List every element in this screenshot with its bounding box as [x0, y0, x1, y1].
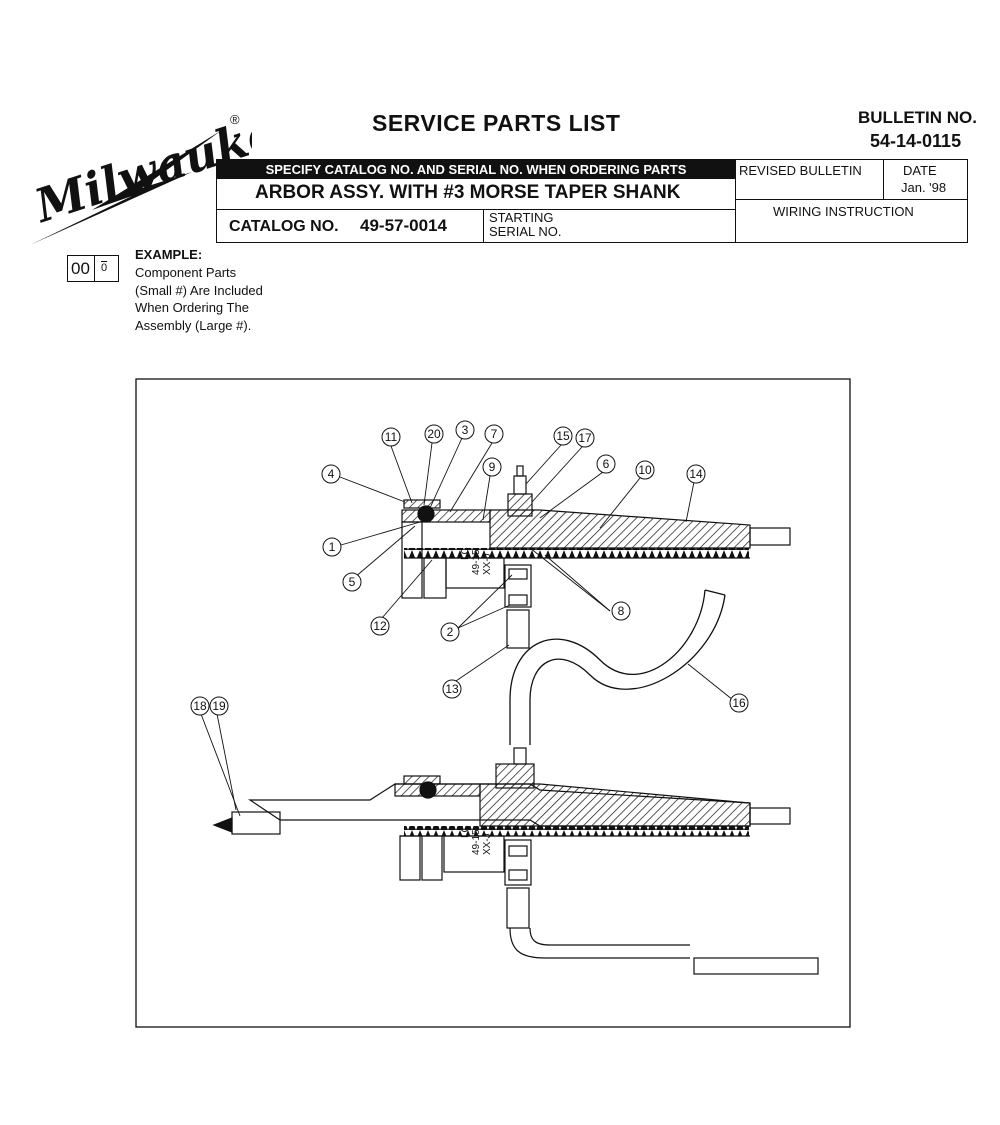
svg-text:3: 3 [462, 423, 469, 437]
example-box-divider [94, 256, 95, 281]
callout-17: 17 [575, 428, 595, 448]
svg-text:17: 17 [578, 431, 592, 445]
svg-text:19: 19 [212, 699, 226, 713]
callout-3: 3 [455, 420, 475, 440]
starting-serial-line-2: SERIAL NO. [489, 224, 562, 239]
tool-marking-model: 49-15 [471, 829, 482, 855]
registered-mark: ® [230, 112, 240, 127]
date-value: Jan. '98 [901, 180, 947, 195]
callout-2: 2 [440, 622, 460, 642]
revised-bulletin-label: REVISED BULLETIN [739, 163, 862, 178]
starting-serial-line-1: STARTING [489, 210, 554, 225]
callout-14: 14 [686, 464, 706, 484]
callout-9: 9 [482, 457, 502, 477]
example-heading: EXAMPLE: [135, 247, 203, 262]
example-large-number: 00 [71, 259, 90, 278]
example-line: When Ordering The [135, 300, 249, 315]
tool-marking-lc: LC [460, 547, 471, 560]
catalog-label: CATALOG NO. [229, 218, 339, 235]
callout-15: 15 [553, 426, 573, 446]
svg-text:15: 15 [556, 429, 570, 443]
form-divider [483, 209, 484, 242]
callout-18: 18 [190, 696, 210, 716]
svg-text:20: 20 [427, 427, 441, 441]
tool-markings-top: LC 49-15 XX-J [460, 547, 493, 575]
date-label: DATE [903, 163, 937, 178]
form-divider [735, 160, 736, 242]
specify-banner: SPECIFY CATALOG NO. AND SERIAL NO. WHEN … [217, 160, 735, 179]
svg-text:14: 14 [689, 467, 703, 481]
callout-leaders [200, 437, 734, 817]
callout-6: 6 [596, 454, 616, 474]
svg-text:18: 18 [193, 699, 207, 713]
starting-serial-label: STARTING SERIAL NO. [489, 211, 561, 239]
air-hose [509, 589, 726, 745]
callout-10: 10 [635, 460, 655, 480]
svg-text:8: 8 [618, 604, 625, 618]
order-info-form: SPECIFY CATALOG NO. AND SERIAL NO. WHEN … [216, 159, 968, 243]
part-number-callouts: 11 20 3 7 15 17 4 9 6 10 14 1 5 12 2 8 1… [190, 420, 749, 716]
tool-markings-bottom: LC 49-15 XX-J [460, 825, 493, 855]
tool-marking-code: XX-J [482, 833, 493, 855]
svg-text:10: 10 [638, 463, 652, 477]
callout-16: 16 [729, 693, 749, 713]
callout-7: 7 [484, 424, 504, 444]
callout-13: 13 [442, 679, 462, 699]
svg-text:16: 16 [732, 696, 746, 710]
svg-text:13: 13 [445, 682, 459, 696]
form-divider [217, 209, 735, 210]
tool-marking-code: XX-J [482, 553, 493, 575]
arbor-assembly-bottom [212, 747, 819, 975]
example-number-box: 00 0 [67, 255, 119, 282]
arbor-assembly-top [401, 465, 791, 649]
svg-text:12: 12 [373, 619, 387, 633]
callout-19: 19 [209, 696, 229, 716]
diagram-frame [135, 378, 851, 1028]
svg-text:11: 11 [385, 430, 398, 444]
svg-text:5: 5 [349, 575, 356, 589]
wiring-instruction-label: WIRING INSTRUCTION [773, 204, 914, 219]
svg-text:7: 7 [491, 427, 498, 441]
callout-1: 1 [322, 537, 342, 557]
callout-20: 20 [424, 424, 444, 444]
svg-text:6: 6 [603, 457, 610, 471]
callout-12: 12 [370, 616, 390, 636]
svg-text:4: 4 [328, 467, 335, 481]
bulletin-label: BULLETIN NO. [858, 108, 977, 127]
tool-marking-lc: LC [460, 825, 471, 838]
svg-text:2: 2 [447, 625, 454, 639]
example-line: Component Parts [135, 265, 237, 280]
callout-8: 8 [611, 601, 631, 621]
callout-4: 4 [321, 464, 341, 484]
example-line: (Small #) Are Included [135, 282, 263, 298]
page-title: SERVICE PARTS LIST [372, 110, 621, 136]
callout-5: 5 [342, 572, 362, 592]
form-divider [735, 199, 968, 200]
tool-marking-model: 49-15 [471, 549, 482, 575]
callout-11: 11 [381, 427, 401, 447]
bulletin-number: 54-14-0115 [870, 131, 962, 151]
example-line: Assembly (Large #). [135, 317, 252, 333]
form-divider [883, 160, 884, 200]
assembly-name: ARBOR ASSY. WITH #3 MORSE TAPER SHANK [255, 182, 681, 203]
example-small-number: 0 [101, 262, 108, 274]
svg-text:1: 1 [329, 540, 336, 554]
svg-text:9: 9 [489, 460, 496, 474]
catalog-number: 49-57-0014 [360, 216, 447, 235]
example-text: Component Parts (Small #) Are Included W… [135, 264, 305, 334]
